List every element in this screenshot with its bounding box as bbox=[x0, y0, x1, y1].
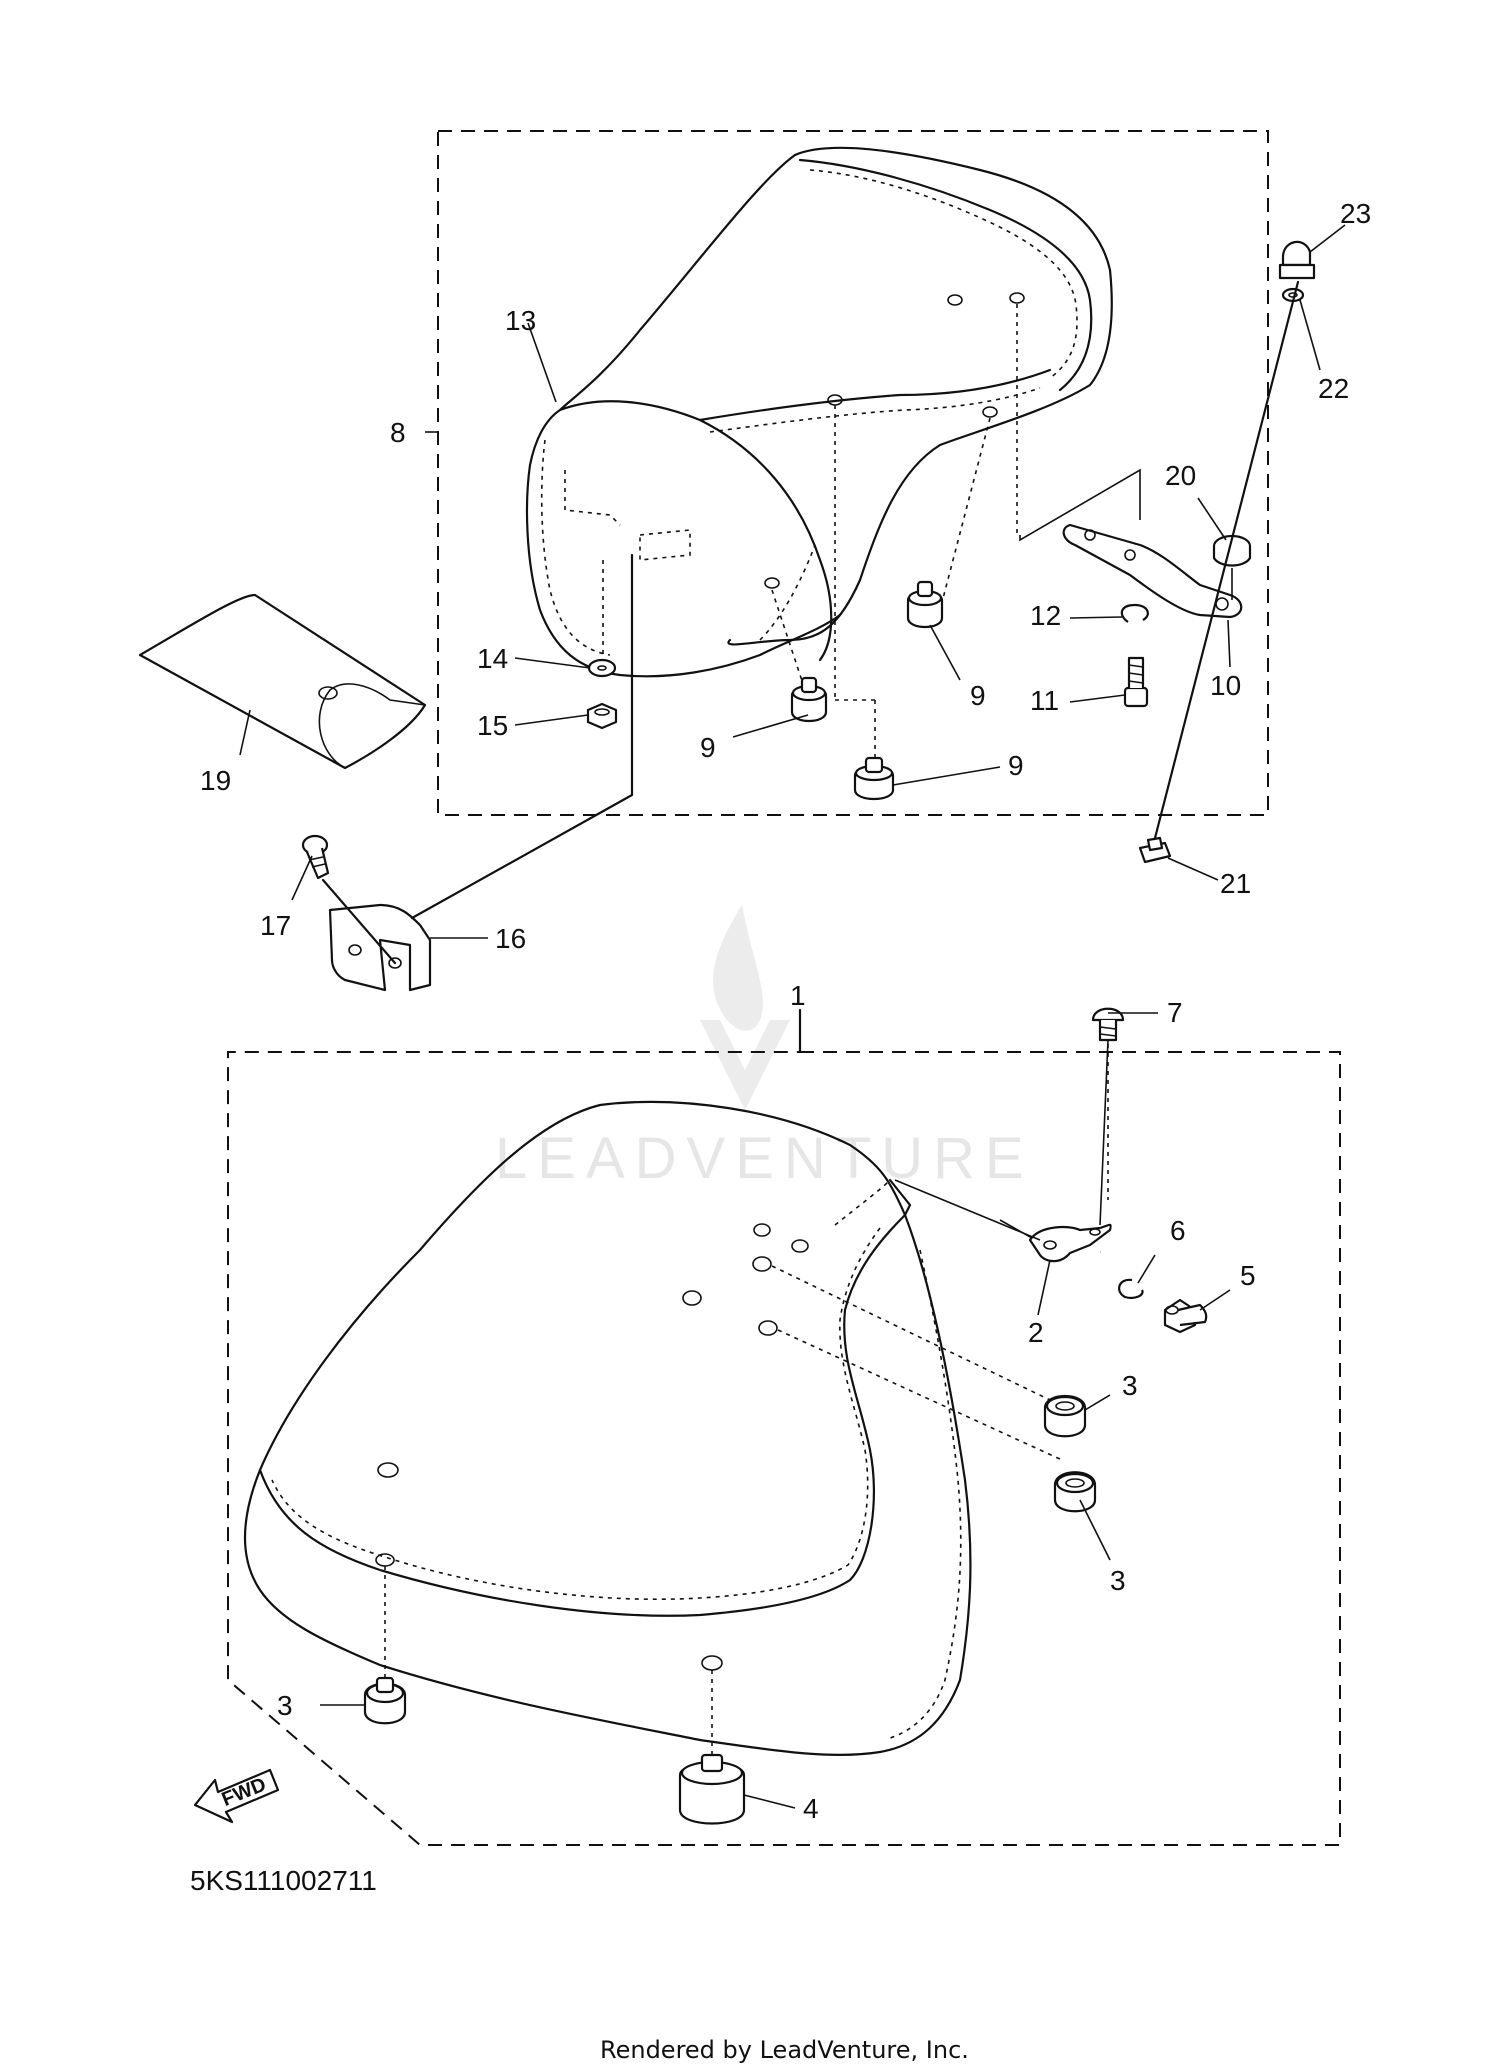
grommet-20 bbox=[1212, 534, 1252, 567]
upper-assembly-boundary bbox=[425, 130, 1269, 816]
callout-22: 22 bbox=[1318, 373, 1349, 404]
grommet-3-lower bbox=[1053, 1471, 1097, 1513]
bolt-17 bbox=[301, 834, 330, 880]
callout-9b: 9 bbox=[970, 680, 986, 711]
bracket-16 bbox=[328, 903, 432, 992]
lower-leaders bbox=[384, 1035, 1109, 1755]
callout-2: 2 bbox=[1028, 1317, 1044, 1348]
callout-7: 7 bbox=[1167, 997, 1183, 1028]
bolt-5 bbox=[1163, 1298, 1208, 1334]
damper-4 bbox=[678, 1753, 746, 1825]
watermark-logo bbox=[700, 905, 790, 1110]
callout-15: 15 bbox=[477, 710, 508, 741]
nut-21 bbox=[1138, 836, 1172, 864]
upper-leaders bbox=[602, 304, 1018, 770]
callout-21: 21 bbox=[1220, 868, 1251, 899]
stud-line-21-23 bbox=[1153, 280, 1300, 840]
washer-14 bbox=[587, 658, 617, 678]
bolt-7 bbox=[1091, 1007, 1125, 1042]
callout-10: 10 bbox=[1210, 670, 1241, 701]
strap-19 bbox=[138, 593, 427, 770]
washer-12 bbox=[1120, 603, 1149, 623]
watermark-text: LEADVENTURE bbox=[495, 1126, 1034, 1191]
callout-5: 5 bbox=[1240, 1260, 1256, 1291]
callout-12: 12 bbox=[1030, 600, 1061, 631]
grommet-3-left bbox=[363, 1676, 407, 1725]
callout-1: 1 bbox=[790, 980, 806, 1011]
upper-callout-leaders bbox=[239, 224, 1346, 939]
grommet-3-upper bbox=[1043, 1395, 1087, 1438]
bracket-10 bbox=[1019, 468, 1243, 619]
fwd-arrow-icon: FWD bbox=[193, 1768, 280, 1824]
lower-callout-leaders bbox=[320, 1012, 1231, 1809]
cap-nut-23 bbox=[1278, 240, 1316, 280]
callout-13: 13 bbox=[505, 305, 536, 336]
callout-6: 6 bbox=[1170, 1215, 1186, 1246]
callout-9a: 9 bbox=[700, 732, 716, 763]
callout-16: 16 bbox=[495, 923, 526, 954]
bracket-2 bbox=[894, 1179, 1112, 1263]
rider-seat bbox=[243, 1100, 972, 1756]
lower-assembly-boundary bbox=[227, 1008, 1341, 1846]
callout-4: 4 bbox=[803, 1793, 819, 1824]
callout-19: 19 bbox=[200, 765, 231, 796]
callout-20: 20 bbox=[1165, 460, 1196, 491]
callout-11: 11 bbox=[1030, 685, 1059, 716]
grommet-9-low bbox=[853, 756, 895, 801]
link-line-16 bbox=[410, 553, 634, 920]
callout-3a: 3 bbox=[1122, 1370, 1138, 1401]
callout-23: 23 bbox=[1340, 198, 1371, 229]
callout-9c: 9 bbox=[1008, 750, 1024, 781]
callout-17: 17 bbox=[260, 910, 291, 941]
bolt-11 bbox=[1123, 656, 1149, 708]
passenger-seat bbox=[525, 146, 1113, 678]
callout-3b: 3 bbox=[1110, 1565, 1126, 1596]
callout-8: 8 bbox=[390, 417, 406, 448]
washer-6 bbox=[1118, 1278, 1144, 1299]
footer-credit: Rendered by LeadVenture, Inc. bbox=[600, 2036, 969, 2064]
diagram-code: 5KS111002711 bbox=[190, 1865, 377, 1896]
callout-3c: 3 bbox=[277, 1690, 293, 1721]
callout-labels: 1 2 3 3 3 4 5 6 7 8 9 9 9 10 11 12 13 14… bbox=[200, 198, 1371, 1824]
grommet-9-mid bbox=[790, 676, 828, 723]
nut-15 bbox=[586, 702, 618, 730]
grommet-9-right bbox=[906, 580, 944, 629]
callout-14: 14 bbox=[477, 643, 508, 674]
